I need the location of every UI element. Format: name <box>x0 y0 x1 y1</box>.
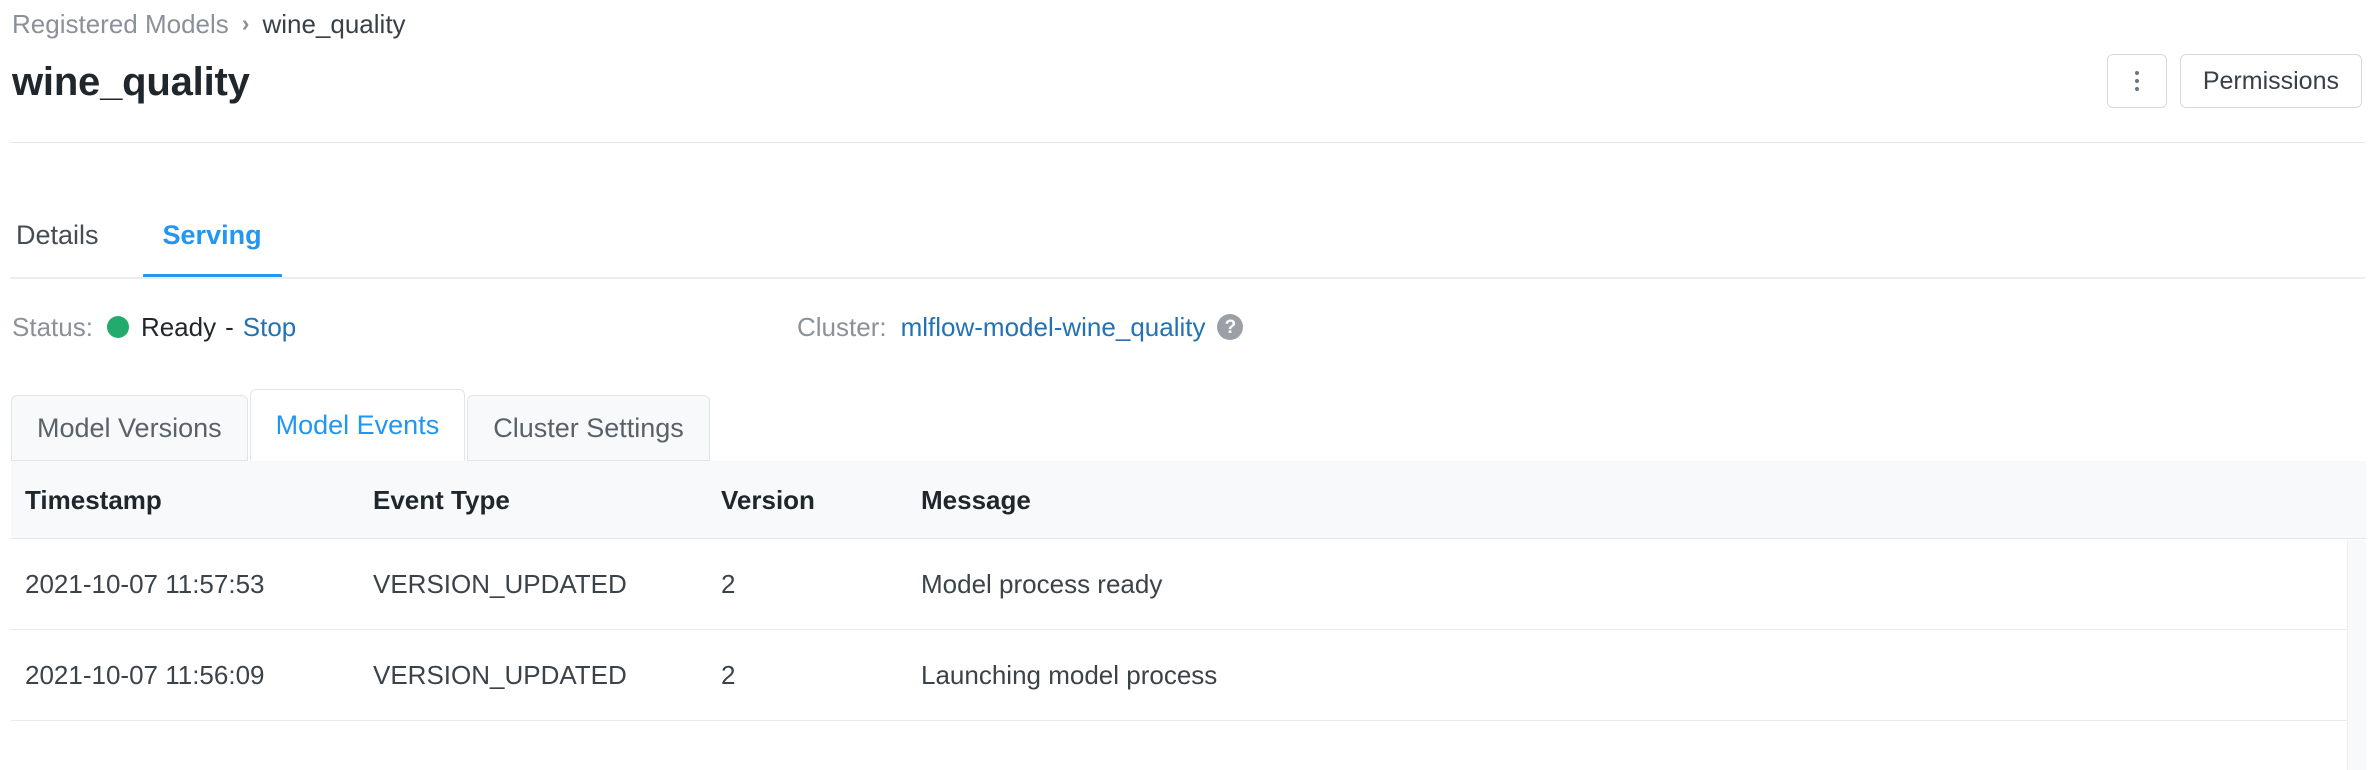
table-header-row: Timestamp Event Type Version Message <box>11 461 2366 539</box>
breadcrumb-current: wine_quality <box>262 9 406 39</box>
subtab-model-events[interactable]: Model Events <box>249 389 466 461</box>
status-indicator-dot-icon <box>106 316 129 338</box>
column-header-event-type[interactable]: Event Type <box>373 484 510 515</box>
title-row: wine_quality Permissions <box>0 54 2372 144</box>
tabs-divider <box>10 277 2365 279</box>
table-row[interactable]: 2021-10-07 11:56:09 VERSION_UPDATED 2 La… <box>11 630 2366 721</box>
breadcrumb-parent-link[interactable]: Registered Models <box>12 9 229 39</box>
tab-serving[interactable]: Serving <box>142 219 282 279</box>
cluster-link[interactable]: mlflow-model-wine_quality <box>900 312 1206 342</box>
overflow-menu-button[interactable] <box>2106 54 2167 108</box>
title-divider <box>10 142 2365 143</box>
table-row[interactable]: 2021-10-07 11:57:53 VERSION_UPDATED 2 Mo… <box>11 539 2366 630</box>
permissions-button[interactable]: Permissions <box>2179 54 2362 108</box>
main-tabs: Details Serving <box>12 205 322 279</box>
page-title: wine_quality <box>12 60 250 104</box>
cell-message: Model process ready <box>921 569 1163 599</box>
cell-message: Launching model process <box>921 660 1218 690</box>
cell-event-type: VERSION_UPDATED <box>373 660 627 690</box>
cell-timestamp: 2021-10-07 11:56:09 <box>25 660 265 690</box>
subtab-cluster-settings[interactable]: Cluster Settings <box>467 395 710 461</box>
cell-version: 2 <box>721 660 736 690</box>
table-vertical-scrollbar[interactable] <box>2347 540 2366 770</box>
help-icon[interactable]: ? <box>1217 314 1244 340</box>
column-header-timestamp[interactable]: Timestamp <box>25 484 162 515</box>
cluster-label: Cluster: <box>797 312 887 342</box>
cell-timestamp: 2021-10-07 11:57:53 <box>25 569 265 599</box>
kebab-menu-icon <box>2134 71 2139 91</box>
stop-serving-link[interactable]: Stop <box>242 312 297 342</box>
tab-details[interactable]: Details <box>16 220 99 250</box>
cell-event-type: VERSION_UPDATED <box>373 569 627 599</box>
status-block: Status: Ready - Stop <box>12 310 296 344</box>
breadcrumb-chevron-icon: › <box>241 10 250 36</box>
column-header-message[interactable]: Message <box>921 484 1031 515</box>
status-label: Status: <box>12 312 93 342</box>
cluster-block: Cluster: mlflow-model-wine_quality ? <box>797 310 1244 344</box>
model-events-table: Timestamp Event Type Version Message 202… <box>11 461 2366 770</box>
serving-subtabs: Model Versions Model Events Cluster Sett… <box>11 389 712 461</box>
title-actions: Permissions <box>2106 54 2362 108</box>
cell-version: 2 <box>721 569 736 599</box>
column-header-version[interactable]: Version <box>721 484 815 515</box>
status-value: Ready <box>140 312 217 342</box>
status-separator: - <box>225 312 234 342</box>
subtab-model-versions[interactable]: Model Versions <box>11 395 248 461</box>
breadcrumb: Registered Models › wine_quality <box>12 8 406 40</box>
status-row: Status: Ready - Stop Cluster: mlflow-mod… <box>0 310 2372 350</box>
